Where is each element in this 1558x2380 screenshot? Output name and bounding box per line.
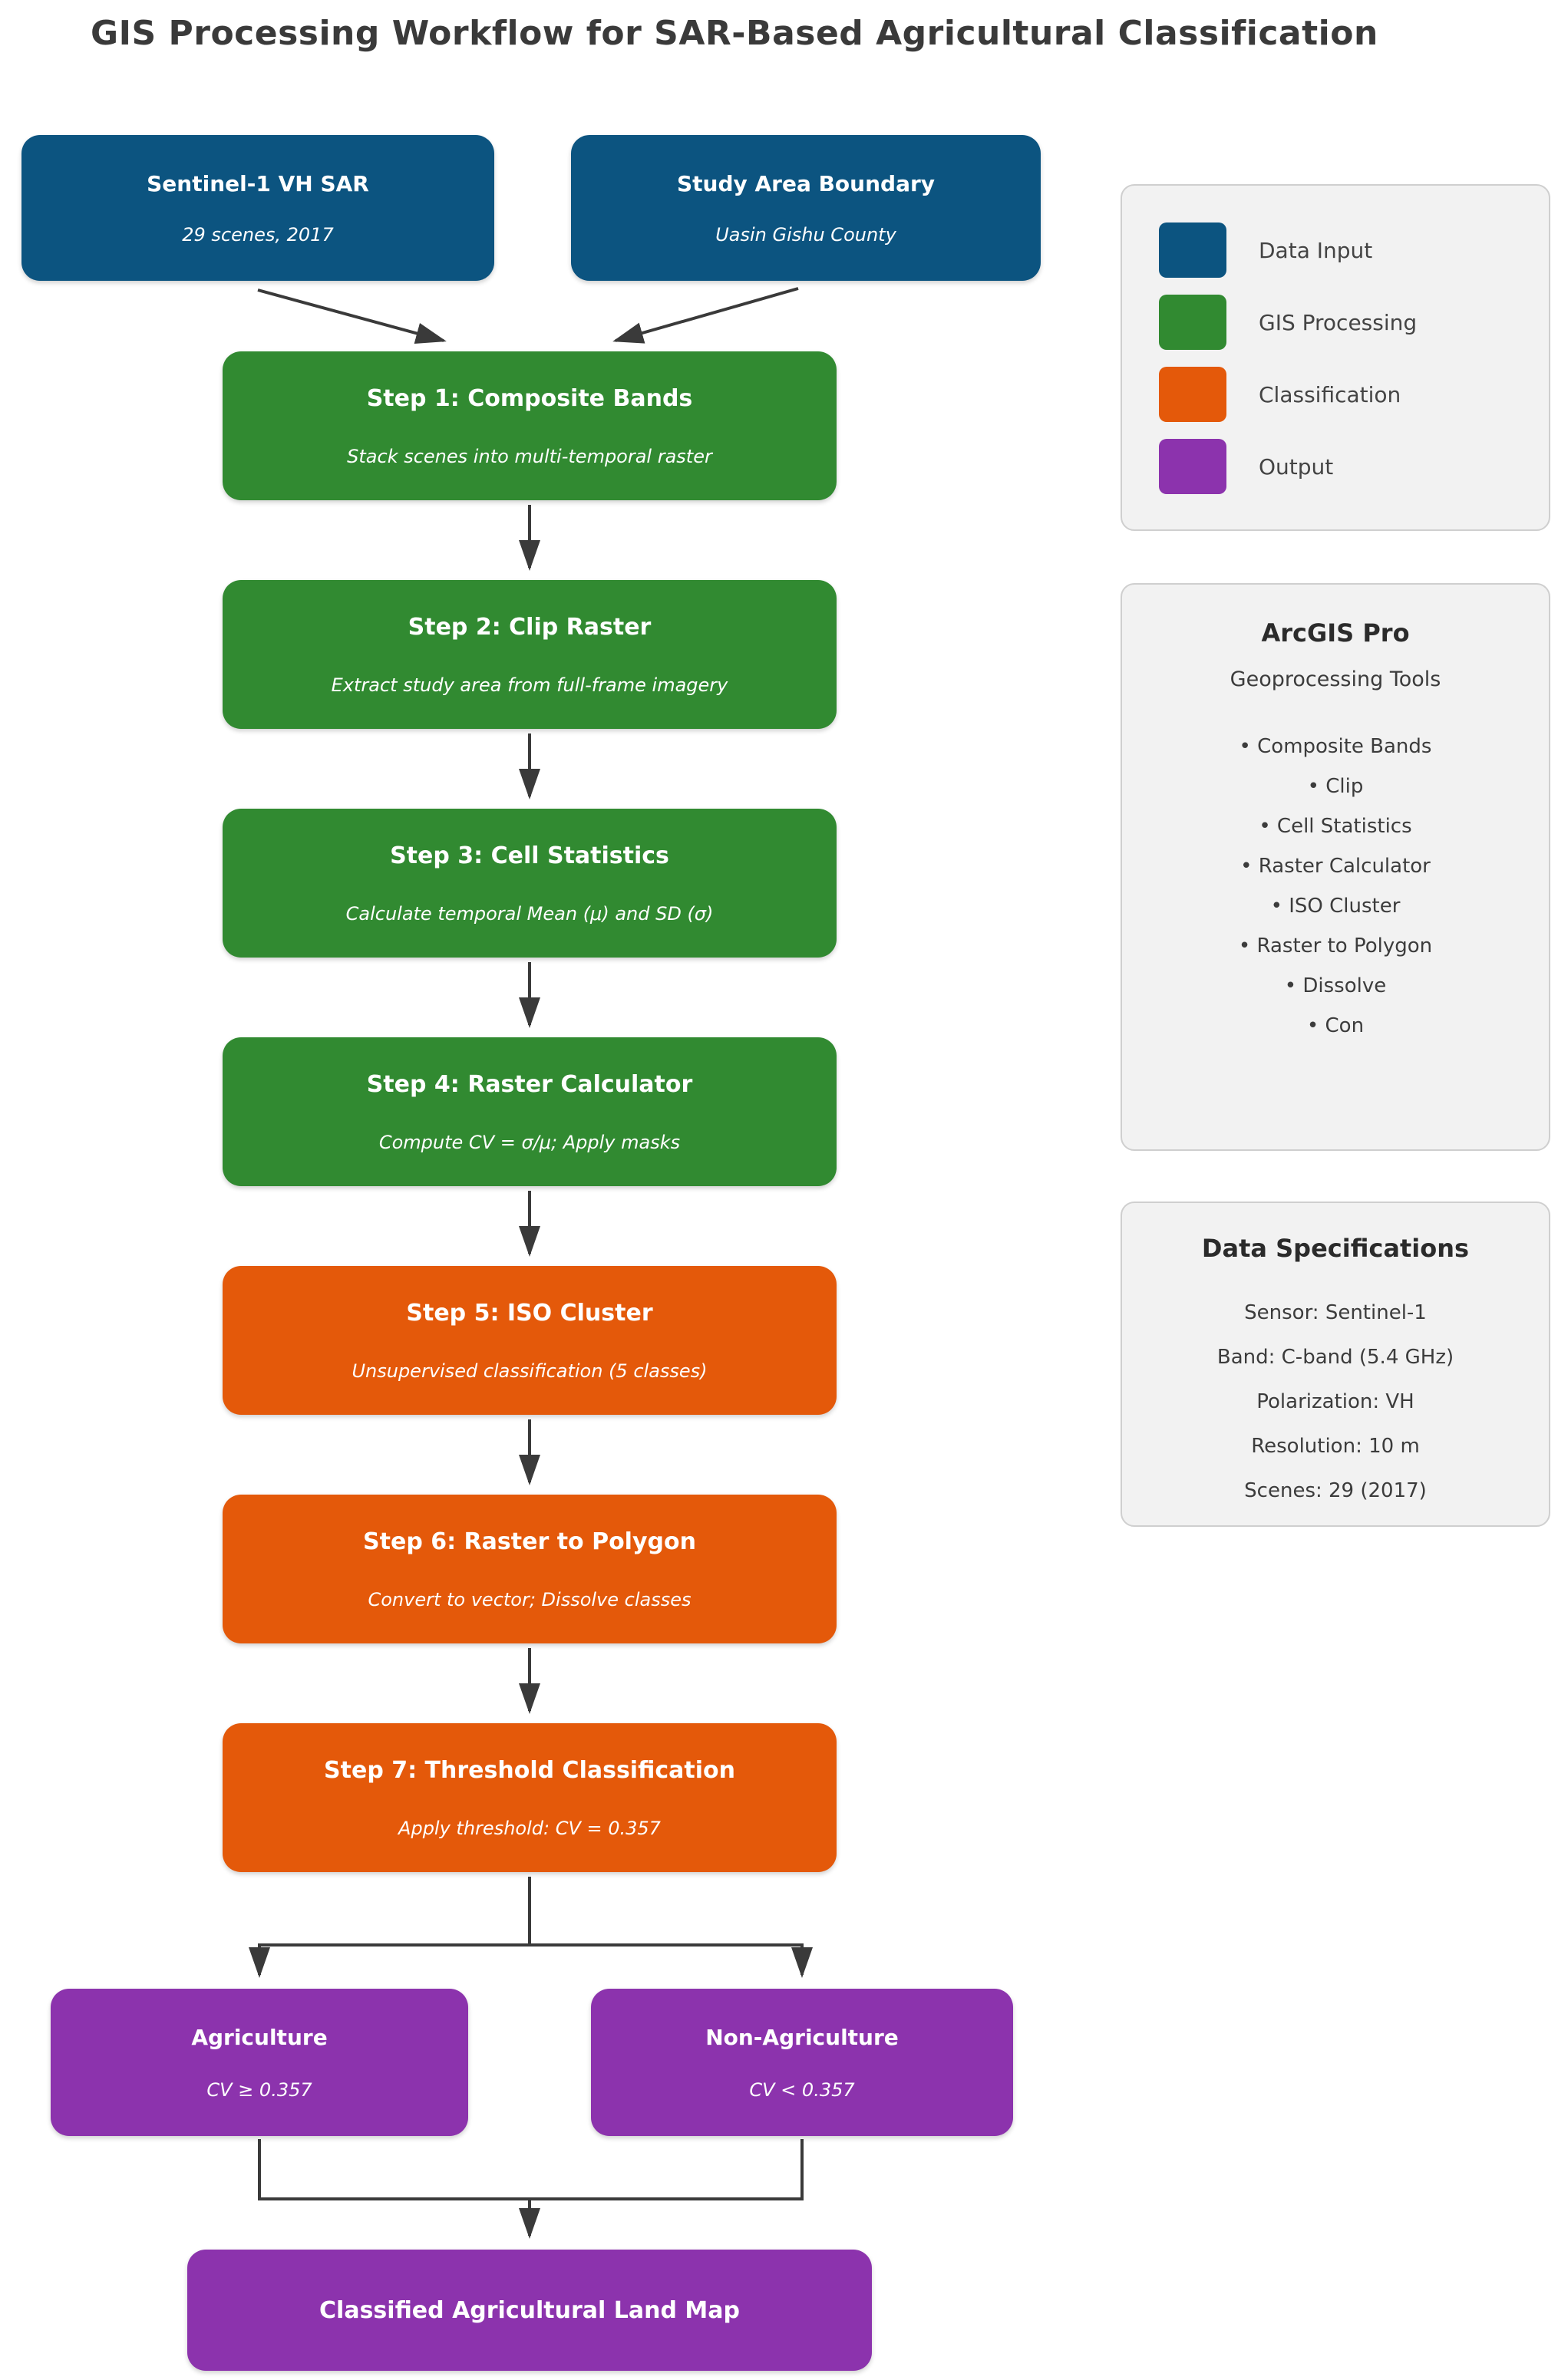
node-step-2-clip-raster: Step 2: Clip Raster Extract study area f… — [223, 580, 837, 729]
spec-item: Resolution: 10 m — [1251, 1435, 1420, 1458]
page-title: GIS Processing Workflow for SAR-Based Ag… — [91, 14, 1378, 53]
node-subtitle: Unsupervised classification (5 classes) — [352, 1360, 708, 1382]
tool-item: • Composite Bands — [1239, 735, 1432, 758]
spec-item: Scenes: 29 (2017) — [1244, 1479, 1427, 1502]
spec-item: Band: C-band (5.4 GHz) — [1216, 1346, 1454, 1369]
node-final-classified-map: Classified Agricultural Land Map — [187, 2250, 872, 2371]
tool-item: • Clip — [1307, 775, 1364, 798]
tool-item: • Con — [1306, 1014, 1365, 1037]
node-subtitle: Stack scenes into multi-temporal raster — [347, 445, 712, 467]
legend-swatch-classification — [1159, 367, 1226, 422]
node-title: Non-Agriculture — [705, 2024, 899, 2050]
legend-row-gis-processing: GIS Processing — [1122, 295, 1549, 350]
tool-list: • Composite Bands • Clip • Cell Statisti… — [1122, 727, 1549, 1046]
node-subtitle: 29 scenes, 2017 — [182, 223, 334, 246]
legend-swatch-gis-processing — [1159, 295, 1226, 350]
node-subtitle: Calculate temporal Mean (μ) and SD (σ) — [345, 902, 714, 925]
node-step-1-composite-bands: Step 1: Composite Bands Stack scenes int… — [223, 351, 837, 500]
node-subtitle: Apply threshold: CV = 0.357 — [398, 1817, 661, 1839]
node-step-4-raster-calculator: Step 4: Raster Calculator Compute CV = σ… — [223, 1037, 837, 1186]
node-step-5-iso-cluster: Step 5: ISO Cluster Unsupervised classif… — [223, 1266, 837, 1415]
node-subtitle: CV < 0.357 — [749, 2078, 855, 2101]
node-title: Step 7: Threshold Classification — [324, 1756, 735, 1784]
legend-label: Output — [1259, 453, 1334, 480]
legend-row-output: Output — [1122, 439, 1549, 494]
node-title: Step 1: Composite Bands — [366, 384, 693, 412]
spec-list: Sensor: Sentinel-1 Band: C-band (5.4 GHz… — [1122, 1291, 1549, 1513]
legend-swatch-data-input — [1159, 223, 1226, 278]
legend-label: Classification — [1259, 381, 1401, 407]
node-title: Step 6: Raster to Polygon — [363, 1528, 696, 1555]
tool-item: • Dissolve — [1284, 974, 1387, 997]
node-title: Classified Agricultural Land Map — [319, 2296, 740, 2324]
tool-item: • Cell Statistics — [1259, 815, 1412, 838]
node-subtitle: Extract study area from full-frame image… — [331, 674, 728, 696]
node-result-non-agriculture: Non-Agriculture CV < 0.357 — [591, 1989, 1013, 2136]
node-subtitle: Uasin Gishu County — [715, 223, 896, 246]
node-title: Step 2: Clip Raster — [408, 613, 652, 641]
node-title: Agriculture — [191, 2024, 328, 2050]
tool-item: • Raster to Polygon — [1238, 935, 1433, 958]
tool-item: • ISO Cluster — [1270, 895, 1401, 918]
arcgis-tools-panel: ArcGIS Pro Geoprocessing Tools • Composi… — [1121, 583, 1550, 1151]
node-step-3-cell-statistics: Step 3: Cell Statistics Calculate tempor… — [223, 809, 837, 958]
node-result-agriculture: Agriculture CV ≥ 0.357 — [51, 1989, 468, 2136]
node-step-7-threshold-classification: Step 7: Threshold Classification Apply t… — [223, 1723, 837, 1872]
node-study-area-input: Study Area Boundary Uasin Gishu County — [571, 135, 1041, 281]
spec-item: Sensor: Sentinel-1 — [1244, 1301, 1427, 1324]
panel-title: ArcGIS Pro — [1261, 618, 1410, 648]
tool-item: • Raster Calculator — [1240, 855, 1431, 878]
spec-item: Polarization: VH — [1256, 1390, 1414, 1413]
node-title: Sentinel-1 VH SAR — [147, 170, 369, 196]
legend-swatch-output — [1159, 439, 1226, 494]
node-subtitle: CV ≥ 0.357 — [206, 2078, 312, 2101]
data-specifications-panel: Data Specifications Sensor: Sentinel-1 B… — [1121, 1202, 1550, 1527]
node-subtitle: Convert to vector; Dissolve classes — [368, 1588, 692, 1610]
node-subtitle: Compute CV = σ/μ; Apply masks — [378, 1131, 681, 1153]
legend-label: GIS Processing — [1259, 309, 1418, 335]
legend-row-data-input: Data Input — [1122, 223, 1549, 278]
node-sentinel1-input: Sentinel-1 VH SAR 29 scenes, 2017 — [21, 135, 494, 281]
panel-title: Data Specifications — [1201, 1234, 1470, 1263]
panel-subtitle: Geoprocessing Tools — [1230, 668, 1441, 691]
legend-row-classification: Classification — [1122, 367, 1549, 422]
legend-label: Data Input — [1259, 237, 1373, 263]
node-title: Step 4: Raster Calculator — [366, 1070, 693, 1098]
node-title: Step 3: Cell Statistics — [390, 842, 669, 869]
node-step-6-raster-to-polygon: Step 6: Raster to Polygon Convert to vec… — [223, 1495, 837, 1643]
node-title: Step 5: ISO Cluster — [406, 1299, 653, 1327]
node-title: Study Area Boundary — [676, 170, 936, 196]
legend-panel: Data Input GIS Processing Classification… — [1121, 184, 1550, 531]
